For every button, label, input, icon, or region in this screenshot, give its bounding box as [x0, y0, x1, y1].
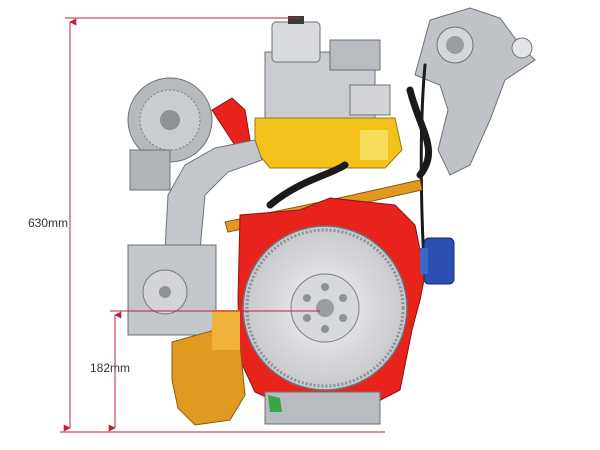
- valve-cover: [264, 16, 391, 123]
- alternator: [127, 77, 213, 191]
- green-sensor: [268, 395, 282, 412]
- intake-manifold: [414, 7, 536, 176]
- dimension-lines: [60, 17, 385, 433]
- left-housing: [127, 244, 217, 336]
- flywheel: [242, 225, 408, 391]
- red-bracket: [211, 97, 251, 151]
- crank-center-height-label: 182mm: [90, 361, 131, 375]
- oil-filter: [420, 237, 455, 285]
- engine-mount: [171, 310, 246, 426]
- total-height-label: 630mm: [28, 216, 69, 230]
- yellow-manifold: [254, 117, 403, 169]
- intake-pipe: [164, 139, 263, 251]
- oil-pan: [264, 391, 381, 425]
